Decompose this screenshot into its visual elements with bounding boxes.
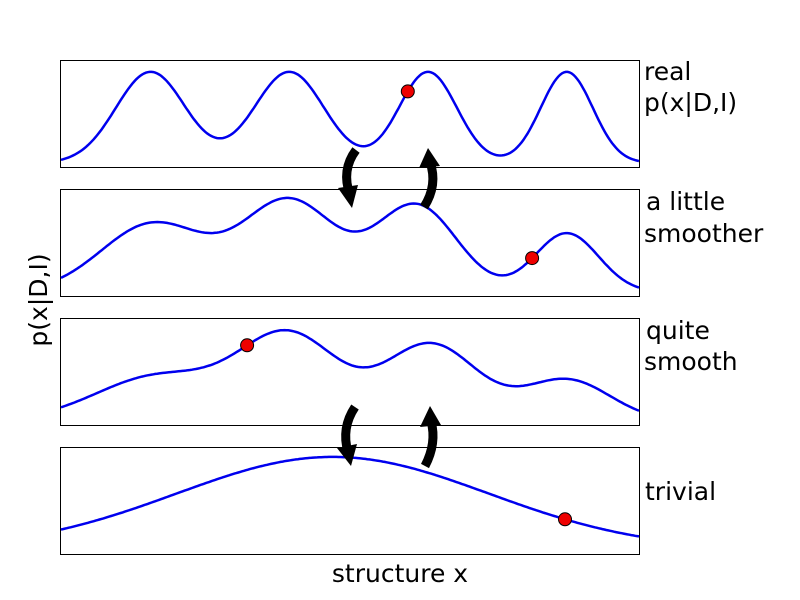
up-arrowhead-icon <box>419 148 440 168</box>
density-curve <box>60 196 640 289</box>
sample-point <box>525 251 540 266</box>
density-curve <box>60 328 640 412</box>
panel-trivial: trivial <box>60 447 716 555</box>
panel-label-line: quite <box>646 316 710 345</box>
up-arrow-icon <box>420 419 438 469</box>
panel-real: real p(x|D,I) <box>60 57 737 168</box>
panel-label-line: smoother <box>644 219 764 248</box>
panel-quite-smooth: quite smooth <box>60 316 738 426</box>
swap-arrows-upper <box>338 147 440 210</box>
density-curve <box>60 70 640 163</box>
panel-label-line: trivial <box>645 477 716 506</box>
panel-frame <box>60 60 640 168</box>
swap-arrows-lower <box>337 404 441 469</box>
panel-label-line: p(x|D,I) <box>644 88 737 117</box>
panel-label-line: real <box>644 57 691 86</box>
panel-a-little-smoother: a little smoother <box>60 187 764 297</box>
panel-label-line: smooth <box>644 347 738 376</box>
down-arrowhead-icon <box>337 444 357 466</box>
sample-point <box>558 512 572 527</box>
up-arrow-icon <box>420 160 438 210</box>
down-arrowhead-icon <box>338 185 358 208</box>
sample-point <box>240 338 255 353</box>
panel-frame <box>60 189 640 297</box>
sample-point <box>400 84 415 99</box>
x-axis-label: structure x <box>332 559 468 588</box>
panel-label-line: a little <box>646 187 725 216</box>
y-axis-label: p(x|D,I) <box>24 253 53 346</box>
up-arrowhead-icon <box>420 406 441 427</box>
